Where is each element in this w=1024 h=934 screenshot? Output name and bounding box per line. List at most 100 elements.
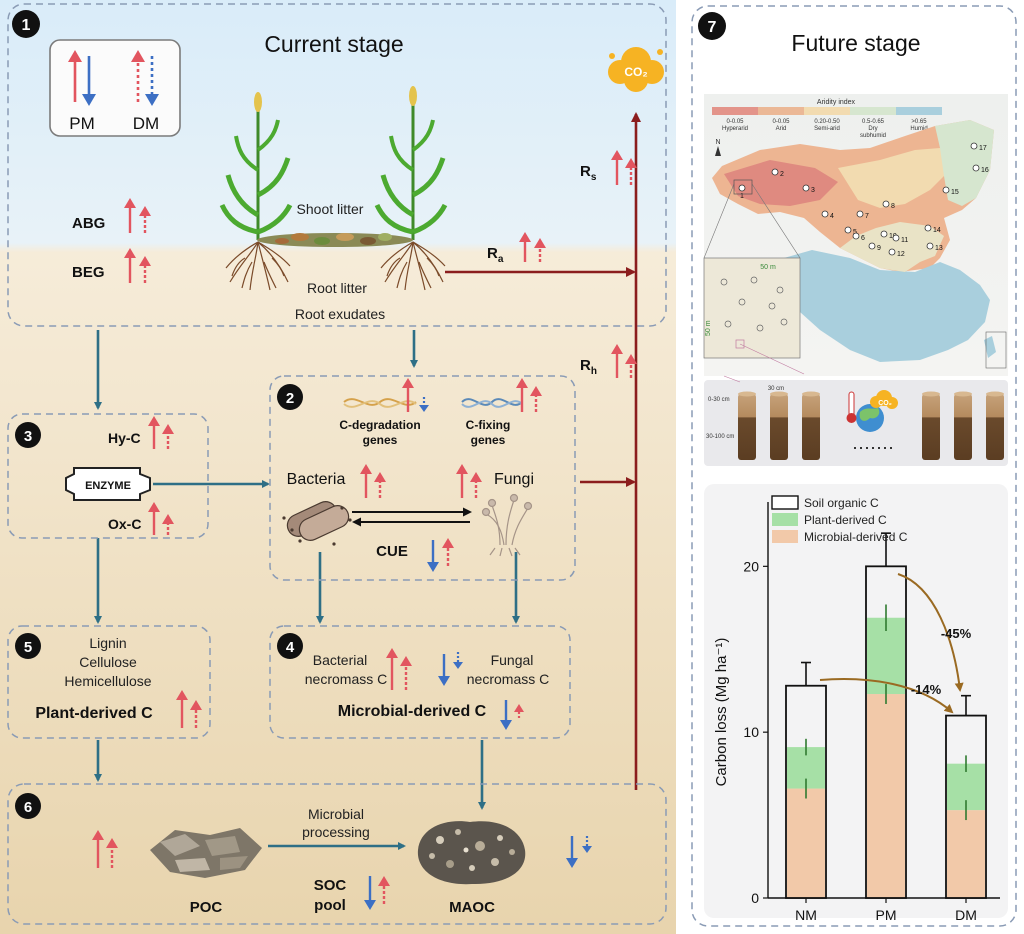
aridity-class-label: Arid: [776, 126, 787, 132]
fungi-change-arrows: [456, 464, 482, 498]
poc-label: POC: [190, 899, 223, 916]
plant-left-roots: [225, 241, 291, 291]
north-arrow-icon: [715, 146, 721, 156]
dna-fixing-icon: [461, 398, 523, 408]
future-stage-title: Future stage: [791, 30, 920, 56]
site-marker: [856, 210, 864, 218]
legend-soc-swatch: [771, 495, 799, 510]
current-stage-title: Current stage: [264, 31, 403, 57]
maoc-change-arrows: [566, 836, 592, 868]
fungal-necromass-arrows: [438, 652, 463, 686]
bacterial-necromass-label-2: necromass C: [305, 671, 387, 687]
badge-4-label: 4: [286, 639, 295, 656]
north-arrow-label: N: [715, 139, 720, 146]
annotation-minus-45: -45%: [941, 626, 972, 641]
abg-change-arrows: [124, 198, 151, 233]
soil-core: [738, 394, 756, 460]
aridity-range-label: 0.5-0.65: [862, 119, 885, 125]
aridity-range-label: 0-0.05: [726, 119, 744, 125]
bar-microbial-derived: [947, 810, 985, 898]
badge-5-label: 5: [24, 639, 32, 656]
fungal-necromass-label-1: Fungal: [491, 652, 534, 668]
site-marker: [942, 186, 950, 194]
badge-2-label: 2: [286, 390, 294, 407]
soc-change-arrows: [364, 876, 390, 910]
legend-plant-swatch: [772, 513, 798, 526]
site-label: 12: [897, 251, 905, 258]
soil-core: [922, 394, 940, 460]
plant-right-roots: [380, 241, 446, 291]
badge-3: [15, 422, 41, 448]
site-marker: [821, 210, 829, 218]
annotation-arrow-nm-dm: [819, 678, 954, 714]
legend-plant-label: Plant-derived C: [804, 513, 887, 527]
aridity-class-label: Dry: [868, 126, 877, 132]
root-litter-label: Root litter: [307, 280, 367, 296]
rh-label: Rh: [580, 357, 597, 377]
badge-7-label: 7: [708, 19, 717, 36]
co2-cloud-label: CO₂: [624, 65, 647, 79]
ox-c-label: Ox-C: [108, 516, 141, 532]
site-marker: [892, 234, 900, 242]
site-label: 14: [933, 227, 941, 234]
enzyme-icon: [65, 467, 151, 501]
fixing-change-arrows: [516, 378, 542, 412]
site-marker: [802, 184, 810, 192]
aridity-class-label: Hyperarid: [722, 126, 748, 132]
dm-legend-arrows: [131, 50, 159, 106]
chart-y-axis-label: Carbon loss (Mg ha⁻¹): [713, 638, 730, 787]
badge-1-label: 1: [22, 17, 31, 34]
bacterial-necromass-arrows: [386, 648, 412, 690]
site-label: 9: [877, 245, 881, 252]
site-label: 8: [891, 203, 895, 210]
cue-label: CUE: [376, 543, 408, 560]
site-label: 3: [811, 187, 815, 194]
poc-change-arrows: [92, 830, 118, 868]
microbial-derived-c-title: Microbial-derived C: [338, 703, 487, 720]
site-marker: [972, 164, 980, 172]
site-marker: [852, 232, 860, 240]
plant-left-illustration: [219, 92, 293, 240]
fungi-label: Fungi: [494, 471, 534, 488]
bacterial-necromass-label-1: Bacterial: [313, 652, 367, 668]
c-degradation-label: C-degradation: [339, 418, 420, 432]
chart-legend: Soil organic C Plant-derived C Microbial…: [771, 495, 908, 544]
site-label: 17: [979, 145, 987, 152]
soil-core-top: [770, 391, 788, 397]
site-label: 15: [951, 189, 959, 196]
maoc-illustration: [417, 821, 526, 885]
site-marker: [926, 242, 934, 250]
soil-length-label: 30 cm: [768, 386, 784, 392]
inset-link-line: [723, 375, 741, 383]
site-label: 10: [889, 233, 897, 240]
legend-microbial-swatch: [772, 530, 798, 543]
badge-1: [12, 10, 40, 38]
abg-label: ABG: [72, 215, 105, 232]
fungi-illustration: [481, 493, 533, 557]
site-label: 7: [865, 213, 869, 220]
bar-microbial-derived: [787, 788, 825, 898]
soc-label: SOC: [314, 877, 347, 894]
plot-height-label: 50 m: [705, 320, 712, 336]
aridity-swatch: [804, 107, 850, 115]
soil-core-top: [954, 391, 972, 397]
annotation-minus-14: -14%: [911, 682, 942, 697]
bar-microbial-derived: [867, 694, 905, 898]
lignin-label: Lignin: [89, 635, 126, 651]
beg-change-arrows: [124, 248, 151, 283]
badge-6: [15, 793, 41, 819]
legend-pm-label: PM: [69, 114, 95, 133]
aridity-range-label: 0-0.05: [772, 119, 790, 125]
beg-label: BEG: [72, 264, 105, 281]
site-label: 4: [830, 213, 834, 220]
soil-depth-2-label: 30-100 cm: [706, 434, 734, 440]
c-fixing-genes-label: genes: [471, 433, 506, 447]
hy-c-change-arrows: [148, 416, 174, 449]
soil-cores: [738, 391, 1004, 460]
aridity-class-label: Humid: [910, 126, 927, 132]
box-microbial-derived-c: [269, 625, 571, 739]
soil-depth-1-label: 0-30 cm: [708, 397, 730, 403]
soil-core-top: [922, 391, 940, 397]
